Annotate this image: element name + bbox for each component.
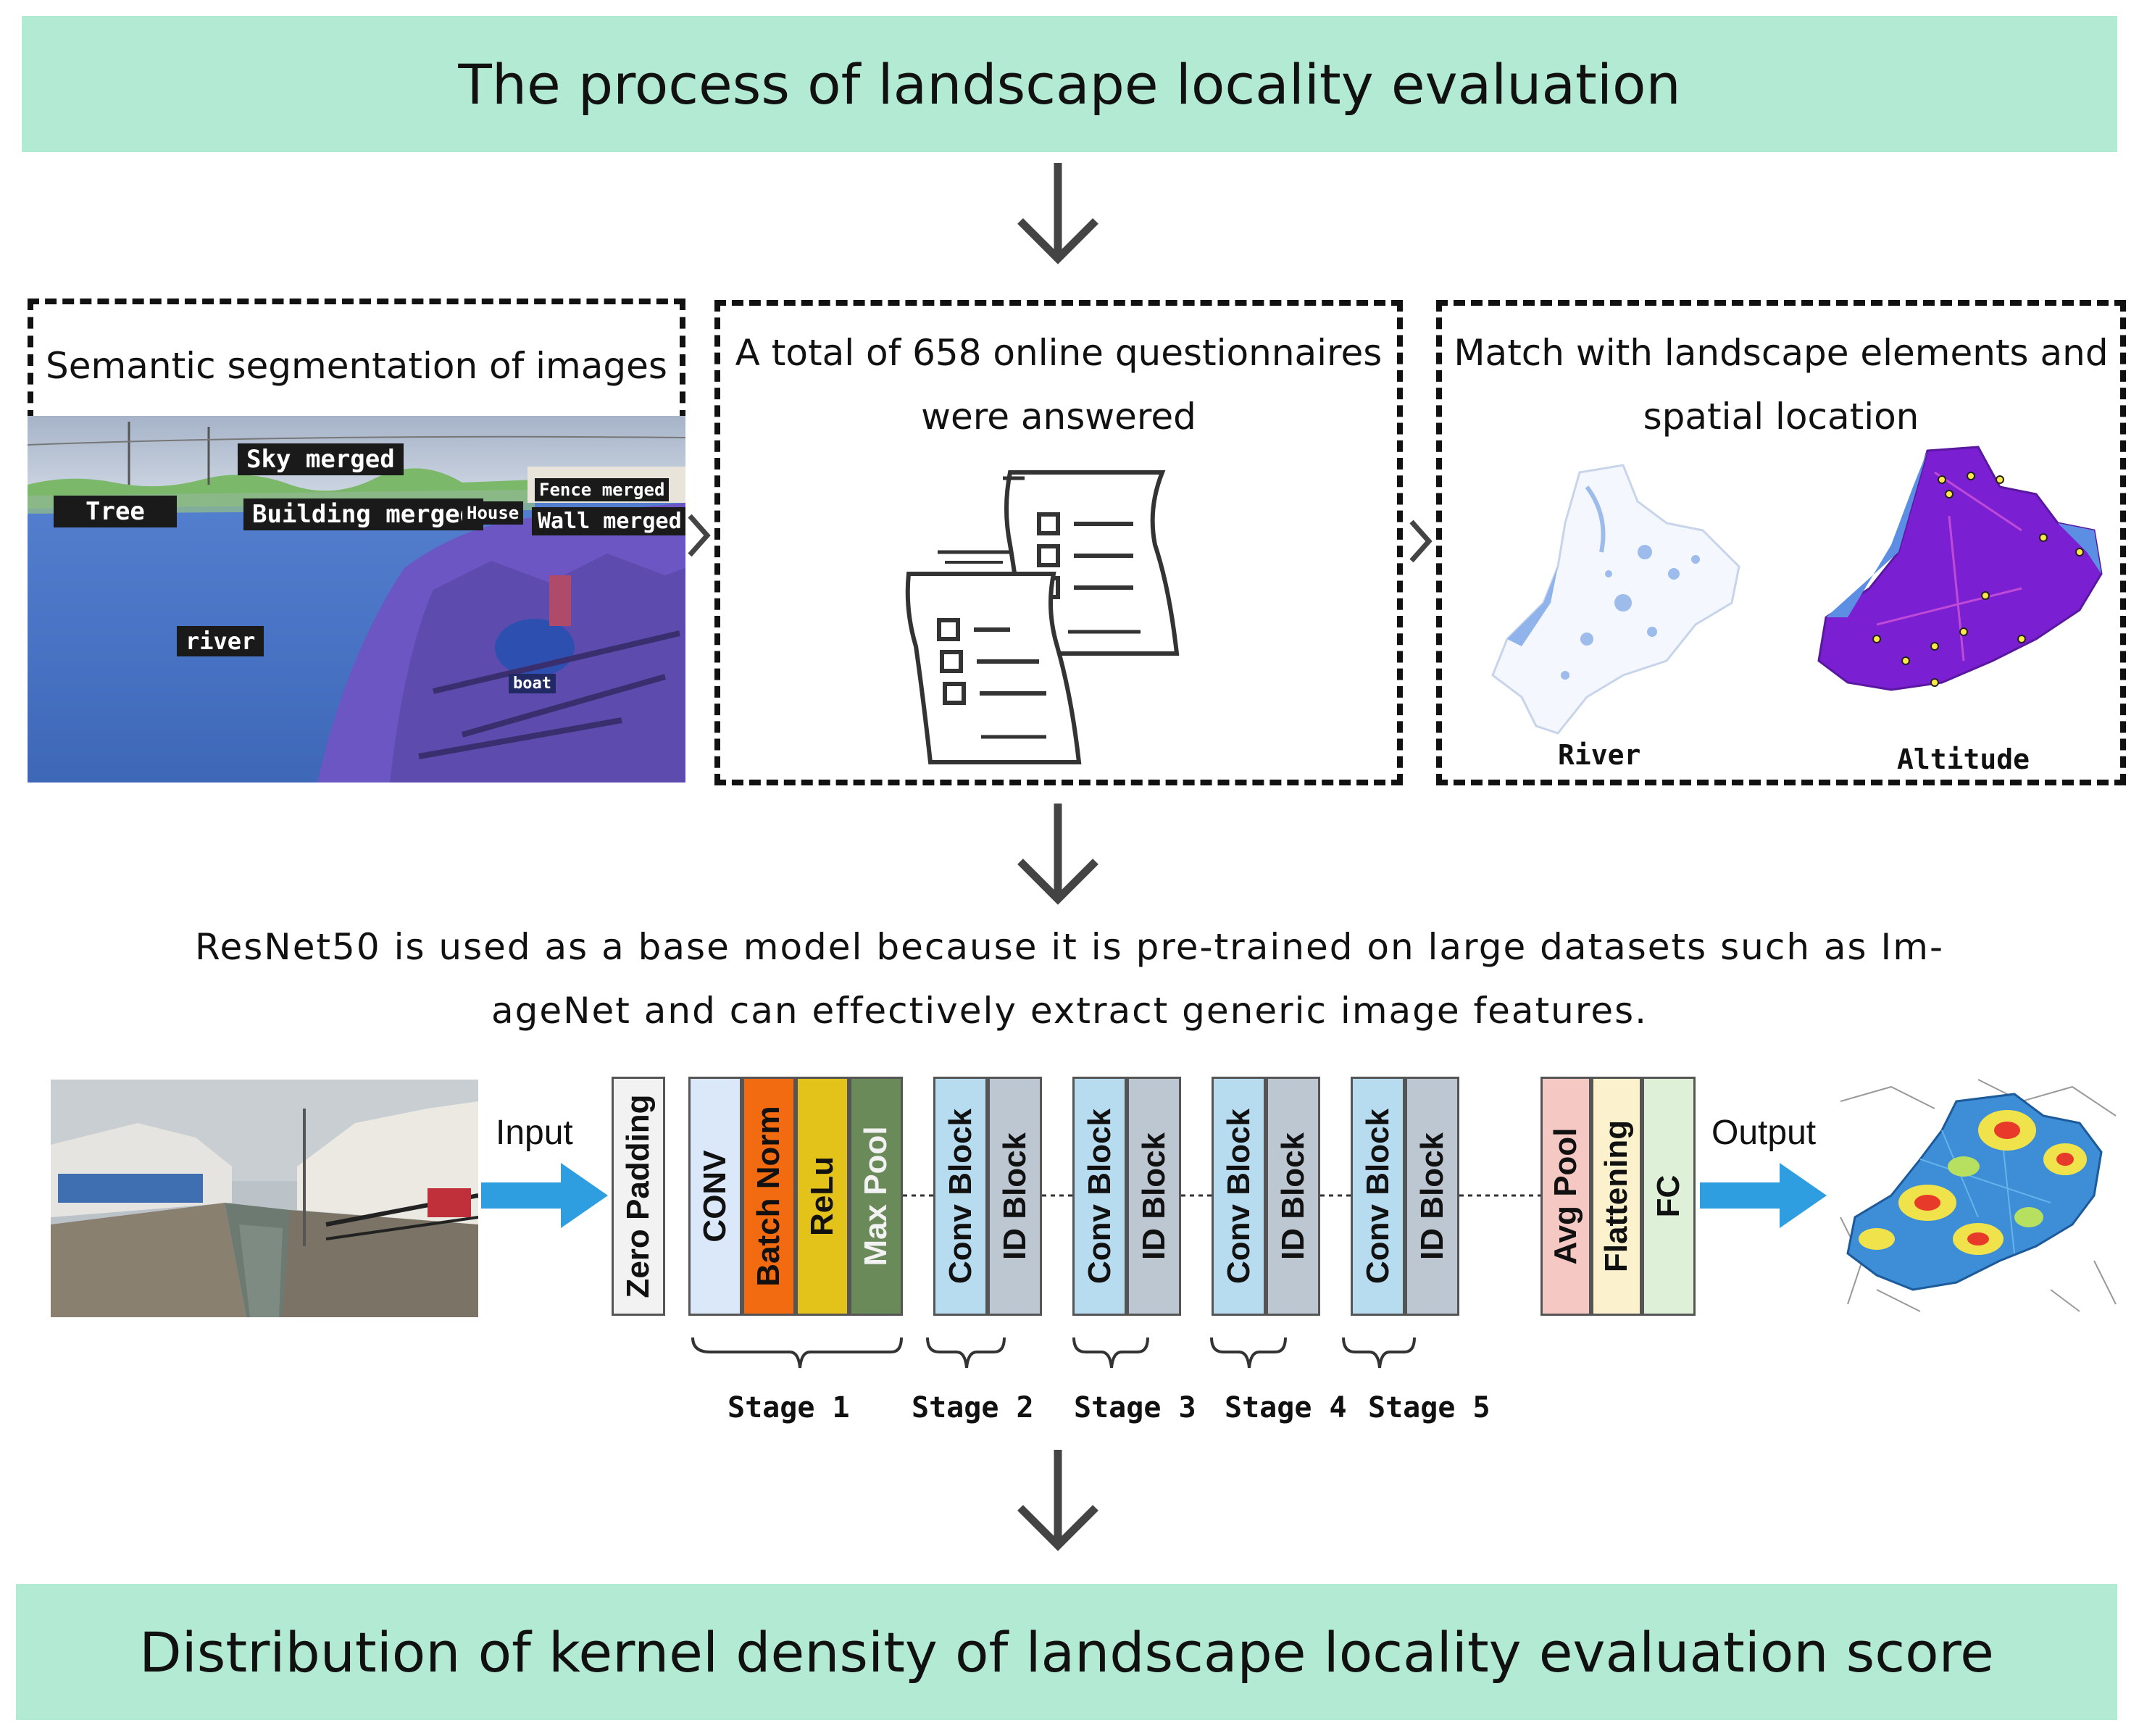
zero-padding-layer: Zero Padding — [612, 1077, 665, 1316]
conv-block-label: Conv Block — [1220, 1108, 1256, 1285]
batch-norm-label: Batch Norm — [751, 1106, 786, 1287]
stage5-conv-block: Conv Block — [1351, 1077, 1405, 1316]
id-block-label: ID Block — [1414, 1132, 1450, 1261]
input-street-photo — [51, 1080, 478, 1317]
questionnaire-icon — [905, 470, 1180, 764]
label-fence: Fence merged — [535, 478, 670, 501]
avg-pool-layer: Avg Pool — [1540, 1077, 1591, 1316]
chevron-right-icon — [688, 514, 711, 557]
label-building: Building merged — [243, 498, 484, 530]
label-river: river — [177, 626, 264, 656]
label-wall: Wall merged — [532, 507, 685, 535]
stage4-conv-block: Conv Block — [1212, 1077, 1266, 1316]
output-label: Output — [1711, 1114, 1817, 1152]
segmentation-image: Sky merged Tree Building merged House Fe… — [28, 416, 685, 783]
top-banner-title: The process of landscape locality evalua… — [458, 51, 1681, 117]
id-block-label: ID Block — [996, 1132, 1033, 1261]
description-line2: ageNet and can effectively extract gener… — [491, 990, 1648, 1032]
conv-block-label: Conv Block — [942, 1108, 978, 1285]
conv-block-label: Conv Block — [1359, 1108, 1396, 1285]
label-boat: boat — [509, 674, 556, 693]
label-house: House — [462, 501, 524, 525]
stage3-label: Stage 3 — [1074, 1391, 1196, 1424]
max-pool-label: Max Pool — [858, 1126, 893, 1266]
bottom-banner: Distribution of kernel density of landsc… — [16, 1584, 2117, 1720]
down-arrow-icon — [1017, 804, 1098, 905]
stage2-label: Stage 2 — [912, 1391, 1034, 1424]
output-heatmap — [1840, 1079, 2117, 1312]
river-map — [1491, 464, 1740, 735]
input-arrow-icon — [481, 1163, 608, 1228]
altitude-map-label: Altitude — [1897, 743, 2030, 775]
max-pool-layer: Max Pool — [849, 1077, 903, 1316]
id-block-label: ID Block — [1135, 1132, 1172, 1261]
questionnaire-title-line1: A total of 658 online questionnaires — [735, 332, 1383, 374]
relu-layer: ReLu — [796, 1077, 849, 1316]
stage4-id-block: ID Block — [1266, 1077, 1320, 1316]
flattening-label: Flattening — [1598, 1119, 1634, 1273]
questionnaire-title-line2: were answered — [921, 396, 1196, 438]
stage2-conv-block: Conv Block — [933, 1077, 988, 1316]
id-block-label: ID Block — [1275, 1132, 1311, 1261]
stage5-label: Stage 5 — [1368, 1391, 1490, 1424]
altitude-map — [1817, 446, 2103, 691]
segmentation-box: Semantic segmentation of images — [28, 299, 685, 422]
batch-norm-layer: Batch Norm — [742, 1077, 796, 1316]
segmentation-title: Semantic segmentation of images — [46, 345, 667, 387]
fc-label: FC — [1651, 1174, 1686, 1218]
description-line1: ResNet50 is used as a base model because… — [194, 926, 1944, 968]
questionnaire-box: A total of 658 online questionnaires wer… — [714, 300, 1403, 785]
input-label: Input — [496, 1114, 573, 1152]
conv-block-label: Conv Block — [1081, 1108, 1117, 1285]
landscape-title-line1: Match with landscape elements and — [1454, 332, 2109, 374]
landscape-match-box: Match with landscape elements and spatia… — [1436, 300, 2126, 785]
conv-label: CONV — [697, 1150, 733, 1243]
label-tree: Tree — [54, 496, 177, 527]
down-arrow-icon — [1017, 163, 1098, 264]
conv-layer: CONV — [688, 1077, 742, 1316]
stage2-id-block: ID Block — [988, 1077, 1042, 1316]
stage1-label: Stage 1 — [727, 1391, 850, 1424]
chevron-right-icon — [1409, 519, 1433, 563]
stage4-label: Stage 4 — [1225, 1391, 1347, 1424]
flattening-layer: Flattening — [1591, 1077, 1642, 1316]
label-sky: Sky merged — [238, 443, 404, 475]
relu-label: ReLu — [804, 1156, 840, 1236]
avg-pool-label: Avg Pool — [1548, 1127, 1583, 1265]
bottom-banner-title: Distribution of kernel density of landsc… — [139, 1619, 1994, 1685]
stage3-conv-block: Conv Block — [1072, 1077, 1127, 1316]
stage-braces — [691, 1337, 1416, 1369]
top-banner: The process of landscape locality evalua… — [22, 16, 2117, 152]
down-arrow-icon — [1017, 1450, 1098, 1551]
fc-layer: FC — [1642, 1077, 1696, 1316]
stage5-id-block: ID Block — [1405, 1077, 1459, 1316]
river-map-label: River — [1558, 739, 1641, 771]
zero-padding-label: Zero Padding — [620, 1094, 656, 1298]
landscape-title-line2: spatial location — [1643, 396, 1919, 438]
stage3-id-block: ID Block — [1127, 1077, 1181, 1316]
output-arrow-icon — [1700, 1163, 1827, 1228]
